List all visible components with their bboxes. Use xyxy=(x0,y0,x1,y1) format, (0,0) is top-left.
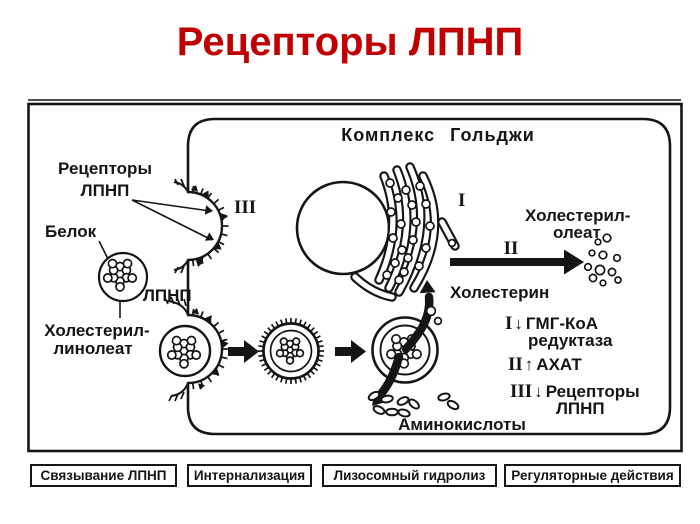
golgi-complex-title: Комплекс Гольджи xyxy=(341,125,535,145)
step-box-internalization: Интернализация xyxy=(187,464,312,487)
down-arrow-icon-2: ↓ xyxy=(534,382,543,401)
numeral-golgi: I xyxy=(458,190,465,211)
to-lysosome-arrow xyxy=(335,340,366,363)
golgi-vacuole-circle xyxy=(295,180,391,276)
cholesteryl-linoleate-line2: линолеат xyxy=(53,339,132,358)
protein-label: Белок xyxy=(45,222,97,241)
numeral-coated-pit: III xyxy=(234,197,256,218)
regulation-3-numeral: III xyxy=(510,381,532,402)
page-title: Рецепторы ЛПНП xyxy=(176,20,524,64)
ldl-label: ЛПНП xyxy=(143,286,192,305)
step-label-2: Интернализация xyxy=(193,468,306,483)
vesicle-core-cluster xyxy=(275,337,305,365)
pointer-arrowheads xyxy=(204,205,214,241)
regulation-1-numeral: I xyxy=(505,313,512,334)
regulation-3-name: Рецепторы xyxy=(546,382,640,401)
regulation-3-name2: ЛПНП xyxy=(556,399,605,418)
receptors-label-line2: ЛПНП xyxy=(81,181,130,200)
golgi-vesicle-dots xyxy=(382,178,457,285)
regulation-line-1: I↓ГМГ-КоА xyxy=(505,313,598,334)
regulation-line-2: II↑АХАТ xyxy=(508,354,582,375)
ldl-in-pit-cluster xyxy=(166,335,202,369)
receptor-triangles xyxy=(190,185,229,390)
step-box-lysosomal-hydrolysis: Лизосомный гидролиз xyxy=(322,464,497,487)
diagram-frame xyxy=(27,102,683,453)
regulation-line-3: III↓Рецепторы xyxy=(510,381,640,402)
amino-acid-ovals xyxy=(367,390,460,418)
step-box-regulatory-actions: Регуляторные действия xyxy=(504,464,681,487)
secretion-arrow xyxy=(450,249,584,275)
internalization-arrow xyxy=(228,340,259,363)
regulation-1-name: ГМГ-КоА xyxy=(526,314,598,333)
receptor-pointer-lines xyxy=(131,199,213,241)
step-label-4: Регуляторные действия xyxy=(511,468,674,483)
regulation-1-name2: редуктаза xyxy=(528,331,613,350)
cholesteryl-oleate-line2: олеат xyxy=(553,223,601,242)
cholesterol-up-arrow xyxy=(401,292,434,354)
numeral-secretion: II xyxy=(504,238,519,259)
receptors-label-line1: Рецепторы xyxy=(58,159,152,178)
regulation-2-numeral: II xyxy=(508,354,523,375)
cholesterol-molecule-dots xyxy=(425,305,443,326)
regulation-2-name: АХАТ xyxy=(536,355,582,374)
cell-membrane xyxy=(186,117,672,436)
cholesteryl-linoleate-line1: Холестерил- xyxy=(44,321,149,340)
pit-mouth-lips xyxy=(166,181,189,397)
membrane-receptor-ticks xyxy=(164,178,187,402)
ldl-core-cluster xyxy=(102,258,138,292)
step-label-3: Лизосомный гидролиз xyxy=(333,468,486,483)
protein-pointer-line xyxy=(98,240,109,260)
cholesteryl-oleate-line1: Холестерил- xyxy=(525,206,630,225)
step-box-ldl-binding: Связывание ЛПНП xyxy=(30,464,177,487)
cholesterol-label: Холестерин xyxy=(450,283,549,302)
down-arrow-icon: ↓ xyxy=(514,314,523,333)
cholesteryl-oleate-droplets xyxy=(583,233,622,287)
up-arrow-icon: ↑ xyxy=(525,355,534,374)
amino-acids-label: Аминокислоты xyxy=(398,415,526,434)
amino-acids-down-arrow xyxy=(376,352,404,399)
step-label-1: Связывание ЛПНП xyxy=(40,468,167,483)
top-pit-receptor-spikes xyxy=(191,185,229,267)
